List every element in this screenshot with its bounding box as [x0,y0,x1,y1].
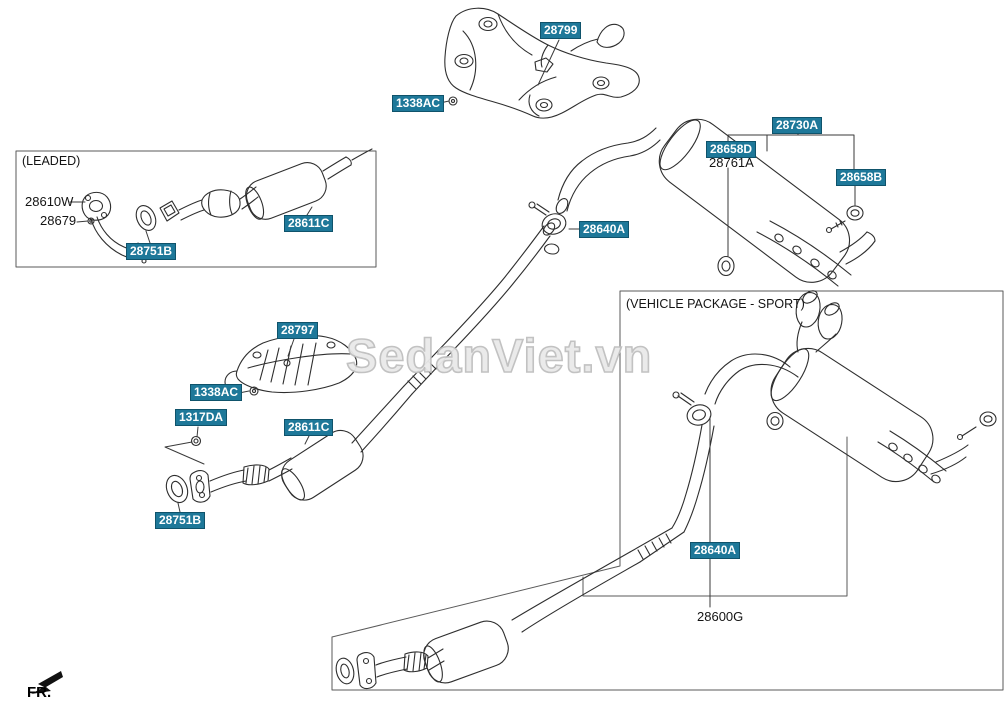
heat-protector-28797-art [224,334,358,394]
part-tag-28658b[interactable]: 28658B [836,169,887,186]
part-tag-28730a[interactable]: 28730A [772,117,823,134]
part-tag-28611c-leaded[interactable]: 28611C [284,215,334,232]
bolt-1338ac-top-art [448,96,458,106]
part-number-28610w: 28610W [25,194,74,209]
part-tag-1338ac-center[interactable]: 1338AC [190,384,243,401]
part-tag-28611c-center[interactable]: 28611C [284,419,334,436]
front-pipe-art [165,222,556,504]
part-number-28600g: 28600G [697,609,744,624]
part-tag-28799[interactable]: 28799 [540,22,582,39]
sport-box-outline [331,290,1004,691]
leader-lines [69,39,856,608]
leaded-box-title: (LEADED) [22,154,81,168]
rear-muffler-28730a-art [528,118,876,287]
part-tag-28751b-center[interactable]: 28751B [155,512,206,529]
heat-shield-28799-art [444,7,640,119]
part-tag-1338ac-top[interactable]: 1338AC [392,95,445,112]
part-number-28679: 28679 [40,213,77,228]
nut-1317da-art [190,435,202,447]
part-tag-28751b-leaded[interactable]: 28751B [126,243,177,260]
leaded-box-outline [15,150,377,268]
watermark-text: SedanViet.vn [345,328,653,383]
part-tag-28640a-rear[interactable]: 28640A [579,221,630,238]
part-tag-1317da[interactable]: 1317DA [175,409,228,426]
sport-box-title: (VEHICLE PACKAGE - SPORT) [626,297,805,311]
front-direction-label: FR. [27,684,52,701]
bottom-system-art [335,620,509,690]
part-number-28761a: 28761A [709,155,754,170]
bolt-1338ac-center-art [249,386,259,396]
front-direction-arrow [31,671,63,694]
sport-muffler-art [511,290,997,633]
part-tag-28640a-sport[interactable]: 28640A [690,542,741,559]
part-tag-28797[interactable]: 28797 [277,322,319,339]
part-tag-28658d[interactable]: 28658D [706,141,757,158]
